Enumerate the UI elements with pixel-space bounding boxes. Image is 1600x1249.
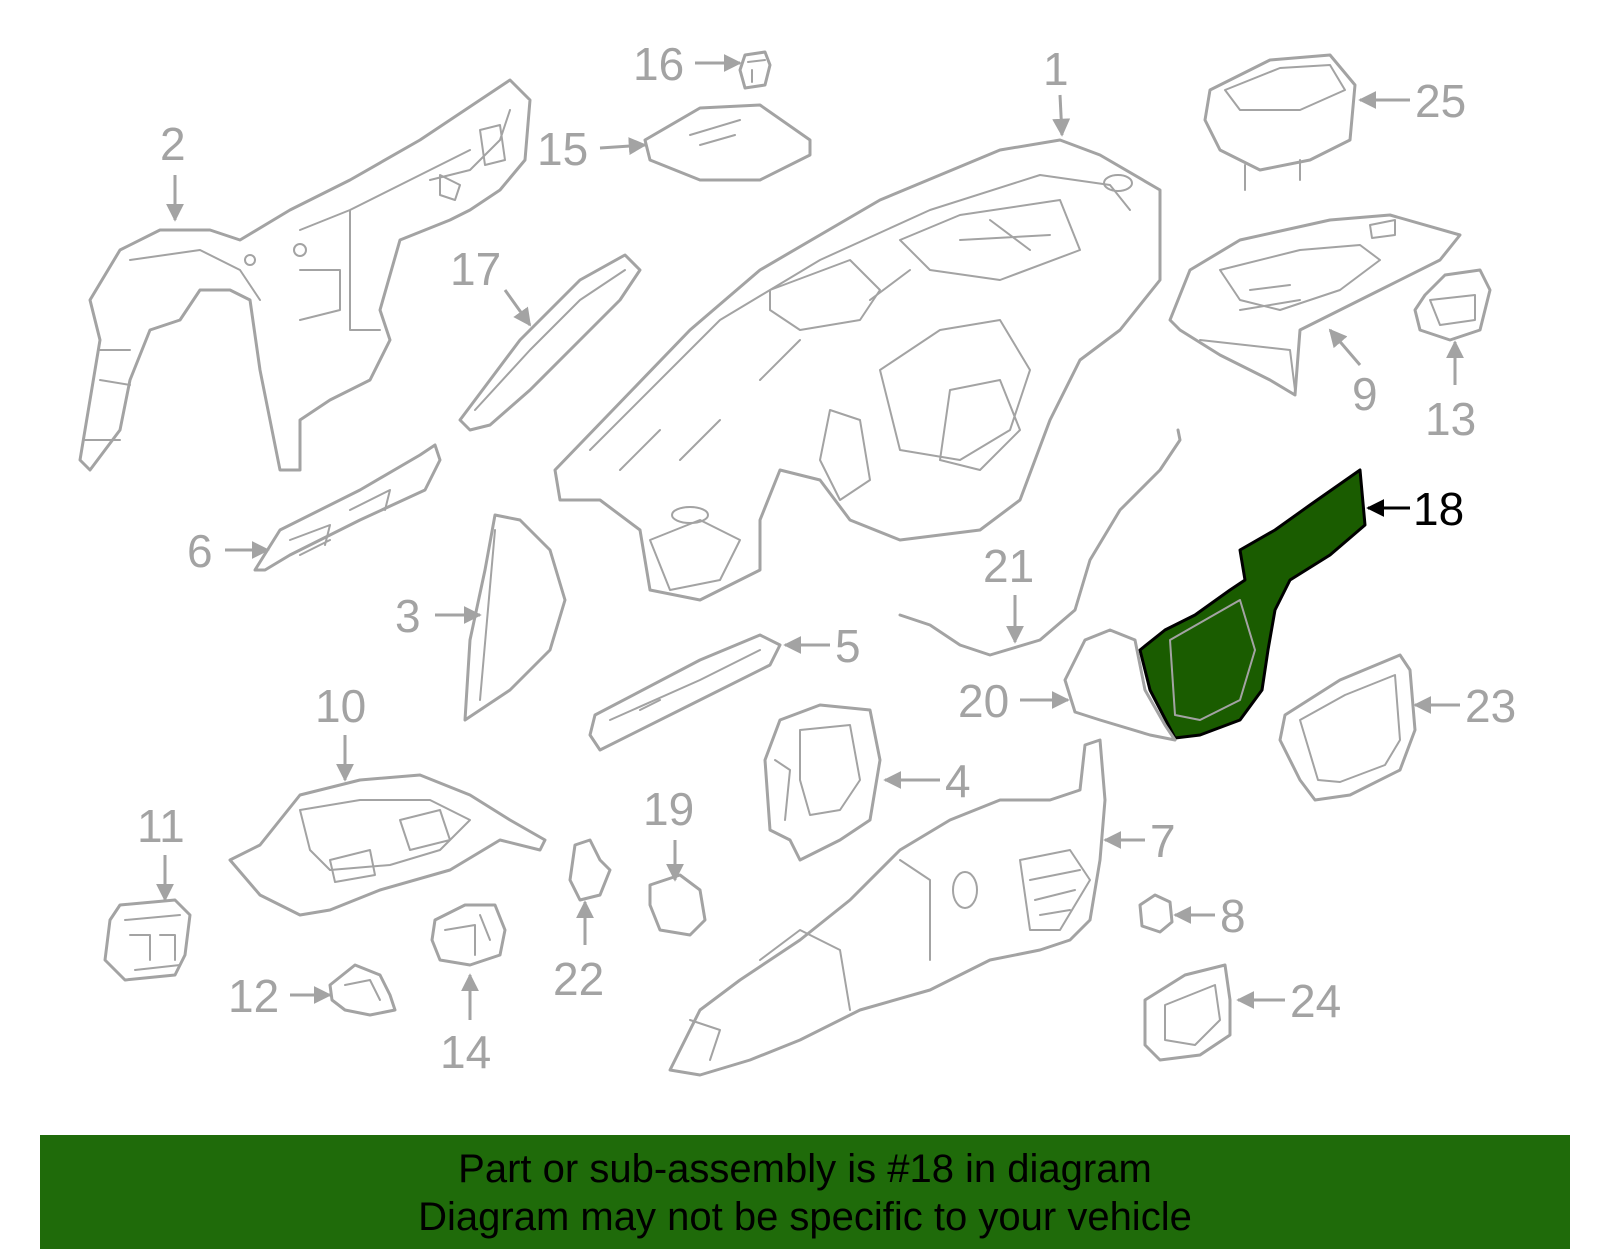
part-24-trim <box>1143 963 1232 1062</box>
callout-1: 1 <box>1043 43 1069 95</box>
callout-6: 6 <box>187 525 213 577</box>
banner-line-1: Part or sub-assembly is #18 in diagram <box>458 1147 1152 1191</box>
callout-20: 20 <box>958 675 1009 727</box>
part-5-duct <box>588 633 782 752</box>
callout-14: 14 <box>440 1026 491 1078</box>
callout-lines <box>156 54 1464 1020</box>
part-20-gasket <box>1063 628 1177 742</box>
callout-23: 23 <box>1465 680 1516 732</box>
callout-21: 21 <box>983 540 1034 592</box>
part-2-cross-car-beam <box>78 78 532 472</box>
part-3-side-panel <box>463 513 567 722</box>
callout-labels: 1 2 3 4 5 6 7 8 9 10 11 12 13 14 15 16 1… <box>137 38 1516 1078</box>
part-14-bracket <box>430 903 507 967</box>
part-10-lower-panel <box>228 773 547 917</box>
part-6-bracket <box>253 443 442 572</box>
callout-11: 11 <box>137 800 185 852</box>
part-22-clip <box>568 838 612 902</box>
callout-15: 15 <box>537 123 588 175</box>
part-12-bracket <box>328 963 397 1017</box>
part-19-clip <box>648 873 707 937</box>
part-13-bracket <box>1413 268 1492 342</box>
part-18-highlighted <box>1138 468 1367 740</box>
part-17-trim-strip <box>458 253 642 432</box>
part-16-clip <box>738 50 772 90</box>
callout-3: 3 <box>395 590 421 642</box>
callout-25: 25 <box>1415 75 1466 127</box>
part-15-cover <box>643 103 812 182</box>
callout-19: 19 <box>643 783 694 835</box>
callout-13: 13 <box>1425 393 1476 445</box>
part-9-upper-panel <box>1168 213 1462 397</box>
part-23-bezel <box>1278 653 1417 802</box>
callout-10: 10 <box>315 680 366 732</box>
callout-12: 12 <box>228 970 279 1022</box>
callout-8: 8 <box>1220 890 1246 942</box>
callout-5: 5 <box>835 620 861 672</box>
part-8-clip <box>1138 893 1174 934</box>
callout-16: 16 <box>633 38 684 90</box>
callout-22: 22 <box>553 953 604 1005</box>
info-banner: Part or sub-assembly is #18 in diagram D… <box>40 1135 1570 1249</box>
part-21-cable <box>898 428 1182 657</box>
part-7-lower-trim <box>668 738 1107 1077</box>
part-4-bracket <box>763 703 882 862</box>
callout-7: 7 <box>1150 815 1176 867</box>
callout-9: 9 <box>1352 368 1378 420</box>
callout-2: 2 <box>160 118 186 170</box>
callout-18: 18 <box>1413 483 1464 535</box>
part-25-module <box>1203 53 1357 191</box>
banner-line-2: Diagram may not be specific to your vehi… <box>418 1195 1192 1239</box>
callout-17: 17 <box>450 243 501 295</box>
part-11-switch <box>103 898 192 982</box>
part-1-instrument-panel <box>553 138 1162 602</box>
callout-4: 4 <box>945 755 971 807</box>
callout-24: 24 <box>1290 975 1341 1027</box>
